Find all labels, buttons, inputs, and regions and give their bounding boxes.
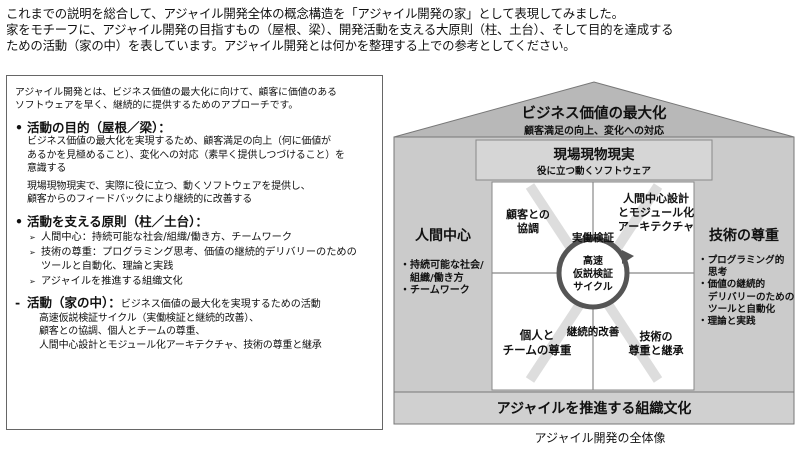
roof-subtitle: 顧客満足の向上、変化への対応 [524, 126, 664, 137]
intro-line: 家をモチーフに、アジャイル開発の目指すもの（屋根、梁）、開発活動を支える大原則（… [6, 22, 674, 37]
intro-text: これまでの説明を総合して、アジャイル開発全体の概念構造を「アジャイル開発の家」と… [6, 6, 786, 54]
principle-text: アジャイルを推進する組織文化 [41, 276, 183, 287]
purpose-line: 顧客からのフィードバックにより継続的に改善する [27, 194, 252, 205]
purpose-line: ビジネス価値の最大化を実現するため、顧客満足の向上（何に価値が [27, 136, 331, 147]
foundation-shape [393, 391, 795, 425]
intro-line: ための活動（家の中）を表しています。アジャイル開発とは何かを整理する上での参考と… [6, 38, 576, 53]
right-pillar-item: ツールと自動化 [708, 303, 776, 315]
foundation-label: アジャイルを推進する組織文化 [496, 401, 692, 417]
beam-shape [475, 139, 713, 181]
cycle-ring [556, 236, 630, 310]
diagram-caption: アジャイル開発の全体像 [534, 431, 666, 445]
agile-house-diagram: ビジネス価値の最大化 顧客満足の向上、変化への対応 現場現物現実 役に立つ動くソ… [390, 80, 798, 426]
purpose-line: あるかを見極めること）、変化への対応（素早く提供しつづけること）を [27, 149, 345, 161]
right-pillar-item: ・プログラミング的 [698, 255, 785, 266]
quadrant-text: 協調 [517, 222, 539, 235]
left-pillar-title: 人間中心 [415, 228, 471, 244]
cycle-text: サイクル [573, 282, 613, 293]
beam-subtitle: 役に立つ動くソフトウェア [536, 166, 651, 177]
principle-item: ➢アジャイルを推進する組織文化 [29, 276, 183, 287]
left-pillar-items: ・持続可能な社会/ 組織/働き方 ・チームワーク [400, 260, 484, 298]
quadrant-top-left: 顧客との 協調 [498, 208, 558, 236]
quadrant-text: 人間中心設計 [623, 192, 689, 205]
cycle-text: 高速 [583, 256, 603, 267]
activity-line: 人間中心設計とモジュール化アーキテクチャ、技術の尊重と継承 [39, 339, 322, 351]
principles-heading-text: 活動を支える原則（柱／土台）： [27, 213, 208, 229]
principle-text: 技術の尊重：プログラミング思考、価値の継続的デリバリーのための [41, 247, 357, 258]
quadrant-bottom-left: 個人と チームの尊重 [502, 328, 572, 358]
intro-line: これまでの説明を総合して、アジャイル開発全体の概念構造を「アジャイル開発の家」と… [6, 6, 624, 21]
summary-box: アジャイル開発とは、ビジネス価値の最大化に向けて、顧客に価値のある ソフトウェア… [6, 75, 383, 430]
activity-heading-text: 活動（家の中）： [27, 294, 121, 310]
roof-title: ビジネス価値の最大化 [521, 106, 667, 122]
principle-item: ➢技術の尊重：プログラミング思考、価値の継続的デリバリーのための [29, 247, 357, 258]
beam-title: 現場現物現実 [553, 147, 635, 163]
quadrant-text: アーキテクチャ [617, 220, 695, 233]
house-shapes [393, 81, 795, 425]
quadrant-text: 顧客との [506, 208, 550, 221]
right-pillar-item: 思考 [708, 267, 728, 279]
cycle-text: 仮説検証 [573, 269, 613, 280]
purpose-heading: •活動の目的（屋根／梁）： [15, 120, 171, 135]
right-pillar-item: ・理論と実践 [698, 316, 756, 328]
activity-heading-tail: ビジネス価値の最大化を実現するための活動 [120, 298, 321, 310]
definition: アジャイル開発とは、ビジネス価値の最大化に向けて、顧客に価値のある ソフトウェア… [15, 86, 376, 112]
quadrant-text: とモジュール化 [617, 206, 695, 219]
activity-line: 高速仮説検証サイクル（実働検証と継続的改善）、 [39, 312, 259, 324]
cycle-arrowhead [622, 250, 634, 264]
quadrant-text: チームの尊重 [502, 343, 572, 357]
principle-text: 人間中心：持続可能な社会/組織/働き方、チームワーク [41, 231, 293, 243]
right-pillar-item: デリバリーのための [708, 291, 795, 303]
activity-heading: -活動（家の中）：ビジネス価値の最大化を実現するための活動 [15, 294, 321, 310]
purpose-heading-text: 活動の目的（屋根／梁）： [27, 120, 171, 135]
left-pillar-item: 組織/働き方 [410, 272, 464, 284]
quadrant-bottom-right: 技術の 尊重と継承 [626, 330, 686, 358]
quadrant-text: 技術の [639, 330, 673, 343]
purpose-line: 現場現物現実で、実際に役に立つ、動くソフトウェアを提供し、 [27, 180, 311, 192]
purpose-line: 意識する [27, 163, 67, 174]
left-pillar-item: ・持続可能な社会/ [400, 260, 484, 271]
right-pillar-title: 技術の尊重 [709, 228, 779, 244]
quadrant-text: 尊重と継承 [628, 344, 684, 357]
principles-heading: •活動を支える原則（柱／土台）： [15, 213, 208, 229]
cycle-label: 高速 仮説検証 サイクル [558, 255, 628, 294]
right-pillar-items: ・プログラミング的 思考 ・価値の継続的 デリバリーのための ツールと自動化 ・… [698, 255, 794, 328]
right-pillar-item: ・価値の継続的 [698, 279, 766, 291]
center-top-label: 実働検証 [572, 232, 614, 244]
center-bottom-label: 継続的改善 [566, 326, 620, 338]
definition-line: ソフトウェアを早く、継続的に提供するためのアプローチです。 [15, 100, 299, 111]
left-pillar-item: ・チームワーク [400, 285, 470, 296]
quadrant-text: 個人と [519, 328, 555, 342]
definition-line: アジャイル開発とは、ビジネス価値の最大化に向けて、顧客に価値のある [15, 87, 337, 98]
quadrant-top-right: 人間中心設計 とモジュール化 アーキテクチャ [616, 192, 696, 234]
activity-line: 顧客との協調、個人とチームの尊重、 [39, 326, 206, 337]
principle-item: ➢人間中心：持続可能な社会/組織/働き方、チームワーク [29, 231, 293, 243]
principle-text: ツールと自動化、理論と実践 [41, 260, 174, 272]
